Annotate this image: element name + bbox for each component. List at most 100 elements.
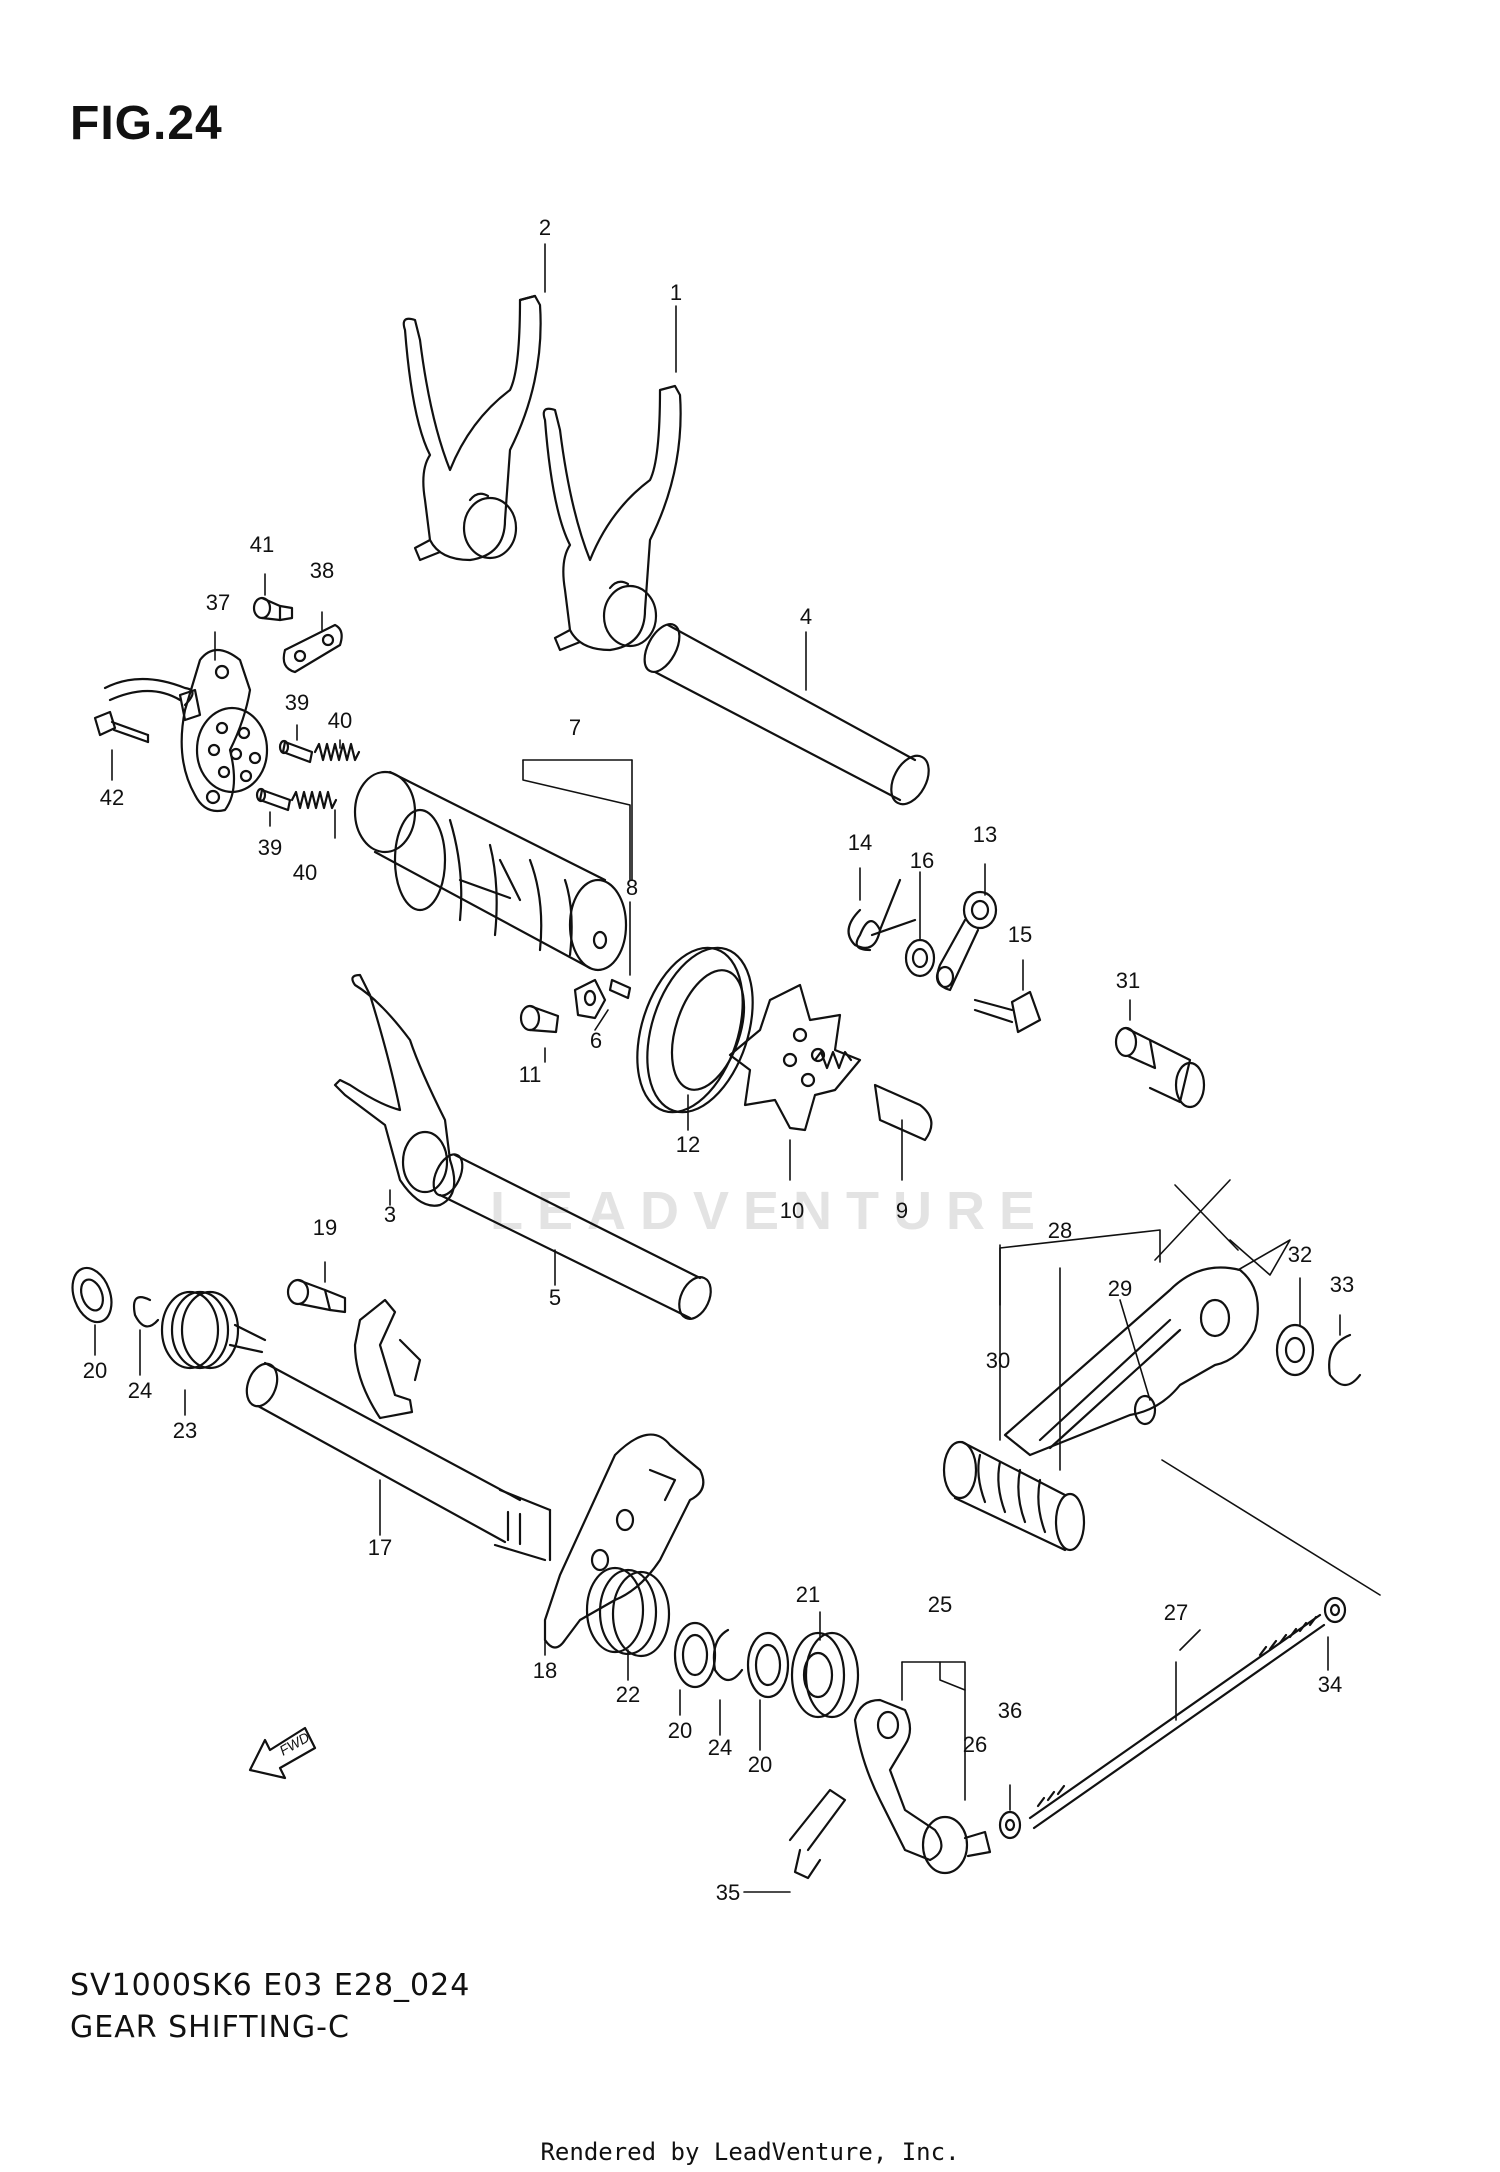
callout-42: 42 (100, 785, 124, 810)
callout-1: 1 (670, 280, 682, 305)
callout-39-b: 39 (258, 835, 282, 860)
callout-40-b: 40 (293, 860, 317, 885)
callout-20-b: 20 (668, 1718, 692, 1743)
circlip-part-24-middle[interactable] (712, 1628, 744, 1682)
callout-29: 29 (1108, 1276, 1132, 1301)
callout-25: 25 (928, 1592, 952, 1617)
callout-36: 36 (998, 1698, 1022, 1723)
pawl-part-9[interactable] (813, 1050, 933, 1142)
circlip-part-33[interactable] (1328, 1333, 1362, 1387)
callout-4: 4 (800, 604, 812, 629)
bolt-part-42[interactable] (93, 710, 150, 744)
footrest-rubber-part-30[interactable] (942, 1440, 1086, 1552)
callout-40-a: 40 (328, 708, 352, 733)
callout-3: 3 (384, 1202, 396, 1227)
leadventure-watermark: LEADVENTURE (490, 1181, 1050, 1241)
forward-direction-arrow: FWD (248, 1726, 317, 1780)
callout-8: 8 (626, 875, 638, 900)
callout-19: 19 (313, 1215, 337, 1240)
screw-part-11[interactable] (519, 1004, 560, 1034)
figure-title: FIG.24 (70, 97, 223, 150)
callout-28: 28 (1048, 1218, 1072, 1243)
callout-13: 13 (973, 822, 997, 847)
callout-37: 37 (206, 590, 230, 615)
callout-35: 35 (716, 1880, 740, 1905)
callout-16: 16 (910, 848, 934, 873)
callout-33: 33 (1330, 1272, 1354, 1297)
callout-14: 14 (848, 830, 872, 855)
plate-part-38[interactable] (282, 623, 343, 674)
callout-39-a: 39 (285, 690, 309, 715)
diagram-name: GEAR SHIFTING-C (70, 2010, 350, 2045)
spring-part-40-upper[interactable] (313, 742, 361, 762)
pin-part-39-lower[interactable] (255, 787, 292, 812)
callout-32: 32 (1288, 1242, 1312, 1267)
callout-18: 18 (533, 1658, 557, 1683)
joint-part-26[interactable] (921, 1815, 992, 1875)
callout-22: 22 (616, 1682, 640, 1707)
callout-11: 11 (519, 1062, 542, 1087)
gear-position-switch-part-37[interactable] (103, 648, 269, 813)
gearshift-cam-plate-part-10[interactable] (728, 983, 862, 1132)
callout-20-a: 20 (83, 1358, 107, 1383)
gearshift-arm-part-18[interactable] (543, 1433, 705, 1649)
gearshift-link-arm-part-25[interactable] (853, 1698, 943, 1862)
nut-part-36[interactable] (998, 1810, 1022, 1840)
pin-part-8[interactable] (608, 978, 632, 1000)
callout-41: 41 (250, 532, 274, 557)
shift-fork-part-1[interactable] (542, 384, 682, 652)
callout-31: 31 (1116, 968, 1140, 993)
washer-part-16[interactable] (904, 938, 936, 978)
spring-part-23[interactable] (160, 1290, 267, 1370)
bolt-part-35[interactable] (788, 1788, 847, 1880)
callout-17: 17 (368, 1535, 392, 1560)
callout-6: 6 (590, 1028, 602, 1053)
callout-21: 21 (796, 1582, 820, 1607)
shift-fork-part-2[interactable] (402, 294, 542, 562)
shift-cam-lever-part-13[interactable] (935, 890, 998, 992)
spring-part-40-lower[interactable] (290, 790, 338, 810)
bolt-part-41[interactable] (252, 596, 294, 622)
pin-part-39-upper[interactable] (278, 739, 314, 764)
render-credit: Rendered by LeadVenture, Inc. (540, 2138, 960, 2166)
gearshift-shaft-part-17[interactable] (241, 1298, 552, 1562)
stopper-part-6[interactable] (573, 978, 607, 1020)
gearshift-lever-part-28[interactable] (1003, 1266, 1259, 1457)
nut-part-34[interactable] (1323, 1596, 1347, 1624)
washer-part-20-middle[interactable] (673, 1621, 717, 1689)
spring-part-22[interactable] (585, 1566, 671, 1658)
gearshift-rod-part-27[interactable] (1028, 1613, 1326, 1830)
callout-23: 23 (173, 1418, 197, 1443)
callout-34: 34 (1318, 1672, 1342, 1697)
callout-24-b: 24 (708, 1735, 732, 1760)
circlip-part-24-left[interactable] (132, 1296, 160, 1328)
callout-5: 5 (549, 1285, 561, 1310)
gearshift-cam-part-7[interactable] (353, 770, 628, 972)
stopper-bolt-part-19[interactable] (286, 1278, 347, 1314)
callout-9: 9 (896, 1198, 908, 1223)
pivot-bolt-part-31[interactable] (1114, 1026, 1206, 1109)
bushing-part-29[interactable] (1133, 1394, 1157, 1426)
callout-10: 10 (780, 1198, 804, 1223)
shift-fork-part-3[interactable] (333, 973, 456, 1207)
callout-27: 27 (1164, 1600, 1188, 1625)
bearing-part-12[interactable] (618, 934, 772, 1125)
fork-shaft-part-4[interactable] (637, 618, 936, 810)
spring-part-14[interactable] (847, 878, 917, 952)
callout-labels: 1 2 3 4 5 6 7 8 9 10 11 12 13 14 15 16 1… (83, 215, 1354, 1905)
washer-part-20-left[interactable] (66, 1263, 119, 1328)
washer-part-32[interactable] (1275, 1323, 1315, 1377)
oil-seal-part-21[interactable] (790, 1631, 860, 1719)
callout-24-a: 24 (128, 1378, 152, 1403)
callout-38: 38 (310, 558, 334, 583)
callout-7: 7 (569, 715, 581, 740)
fork-shaft-part-5[interactable] (428, 1150, 717, 1324)
bolt-part-15[interactable] (973, 990, 1042, 1034)
callout-12: 12 (676, 1132, 700, 1157)
callout-30: 30 (986, 1348, 1010, 1373)
washer-part-20-right[interactable] (746, 1631, 790, 1699)
callout-20-c: 20 (748, 1752, 772, 1777)
callout-2: 2 (539, 215, 551, 240)
callout-15: 15 (1008, 922, 1032, 947)
